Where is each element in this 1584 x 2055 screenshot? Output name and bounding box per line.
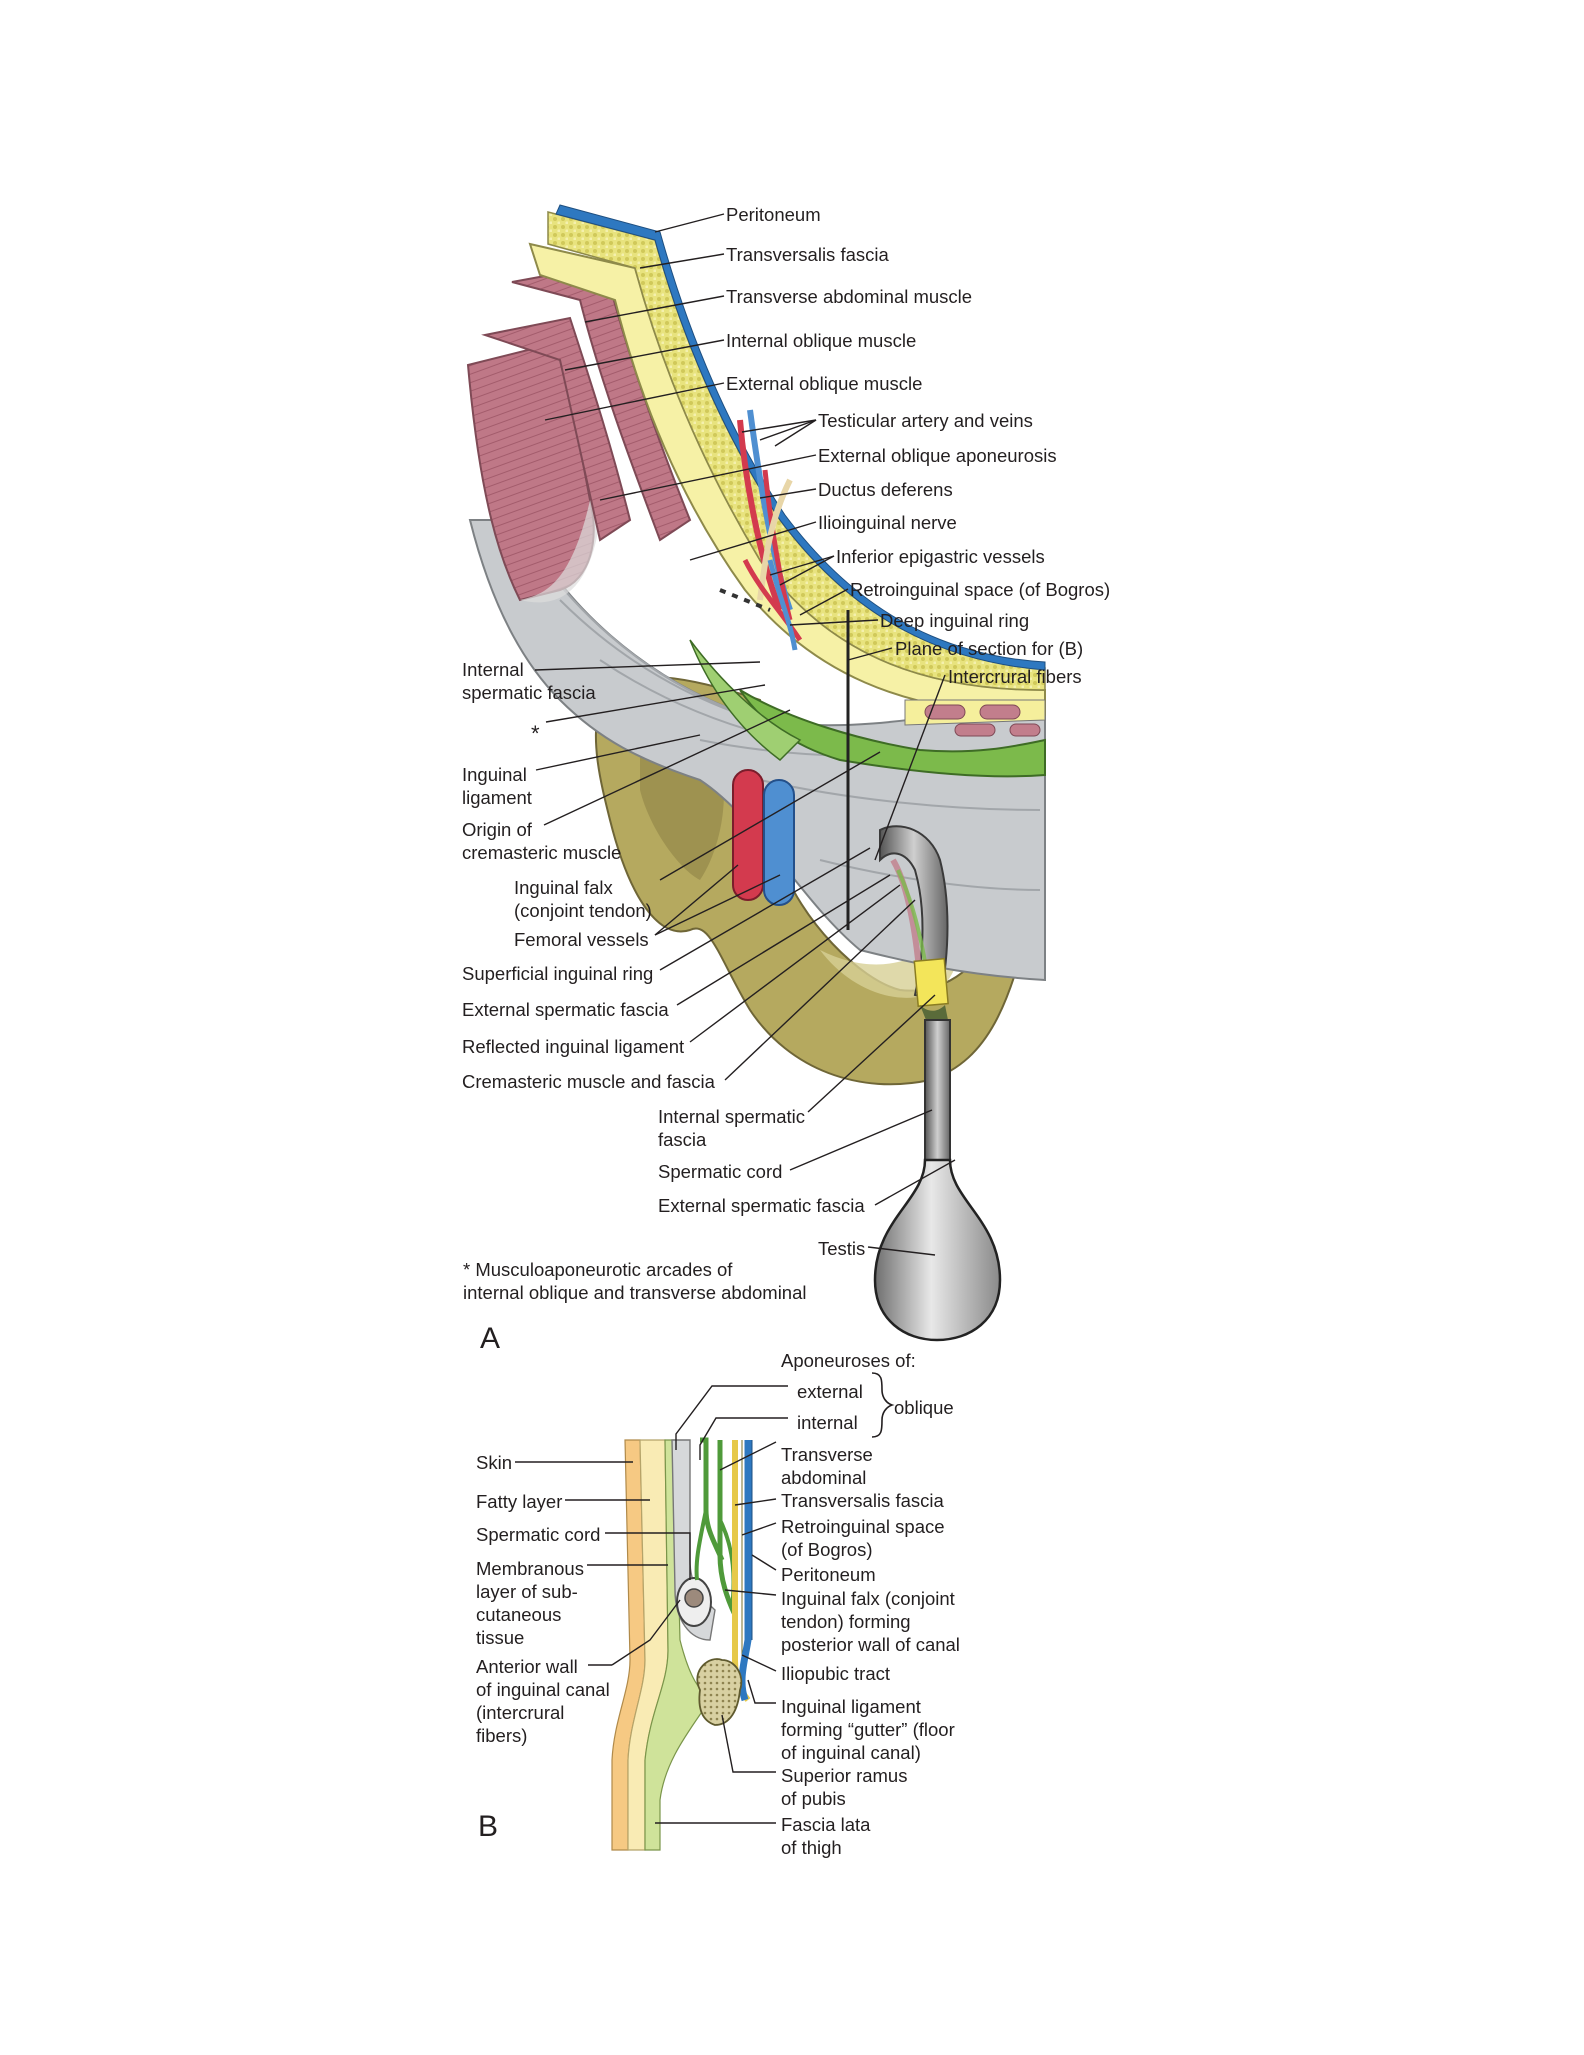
label-oblique: oblique xyxy=(894,1397,954,1418)
label-testis: Testis xyxy=(818,1238,866,1259)
label-spermatic-cord: Spermatic cord xyxy=(658,1161,783,1182)
label-iliopubic-tract: Iliopubic tract xyxy=(781,1663,890,1684)
panel-letter-a: A xyxy=(480,1322,501,1355)
label-external-spermatic-fascia-left: External spermatic fascia xyxy=(462,999,669,1020)
peritoneum-b xyxy=(738,1440,752,1702)
label-membranous-layer: Membranous layer of sub- cutaneous tissu… xyxy=(476,1558,584,1648)
label-transversalis-fascia-b: Transversalis fascia xyxy=(781,1490,944,1511)
label-internal-spermatic-fascia-lower: Internal spermatic fascia xyxy=(658,1106,806,1150)
label-cremasteric-muscle-fascia: Cremasteric muscle and fascia xyxy=(462,1071,715,1092)
label-aponeuroses-of: Aponeuroses of: xyxy=(781,1350,916,1371)
internal-spermatic-fascia-band xyxy=(913,957,949,1007)
label-ductus-deferens: Ductus deferens xyxy=(818,479,953,500)
label-superficial-inguinal-ring: Superficial inguinal ring xyxy=(462,963,654,984)
label-plane-of-section: Plane of section for (B) xyxy=(895,638,1084,659)
label-external-spermatic-fascia-lower: External spermatic fascia xyxy=(658,1195,865,1216)
label-inguinal-ligament-b: Inguinal ligament forming “gutter” (floo… xyxy=(781,1696,955,1763)
label-inguinal-ligament: Inguinal ligament xyxy=(462,764,532,808)
label-transversalis-fascia: Transversalis fascia xyxy=(726,244,889,265)
label-transverse-abdominal-b: Transverse abdominal xyxy=(781,1444,873,1488)
label-external-aponeurosis: external xyxy=(797,1381,863,1402)
spermatic-cord-lower xyxy=(924,1019,951,1171)
green-arcade xyxy=(739,689,1046,778)
label-ilioinguinal-nerve: Ilioinguinal nerve xyxy=(818,512,957,533)
label-intercrural-fibers: Intercrural fibers xyxy=(948,666,1082,687)
label-superior-ramus: Superior ramus of pubis xyxy=(781,1765,908,1809)
testicular-vessels xyxy=(737,419,783,612)
label-deep-inguinal-ring: Deep inguinal ring xyxy=(880,610,1030,631)
label-testicular-artery-veins: Testicular artery and veins xyxy=(818,410,1033,431)
label-external-oblique-aponeurosis: External oblique aponeurosis xyxy=(818,445,1057,466)
label-peritoneum: Peritoneum xyxy=(726,204,821,225)
label-skin: Skin xyxy=(476,1452,512,1473)
peritoneum-layer xyxy=(555,204,1046,671)
panel-b-illustration xyxy=(611,1437,753,1851)
label-fascia-lata: Fascia lata of thigh xyxy=(781,1814,871,1858)
label-spermatic-cord-b: Spermatic cord xyxy=(476,1524,601,1545)
label-inguinal-falx: Inguinal falx (conjoint tendon) xyxy=(514,877,652,921)
footnote: * Musculoaponeurotic arcades of internal… xyxy=(463,1259,807,1303)
label-anterior-wall: Anterior wall of inguinal canal (intercr… xyxy=(476,1656,610,1746)
oblique-brace xyxy=(871,1372,895,1438)
internal-oblique-muscle xyxy=(481,316,632,542)
panel-letter-b: B xyxy=(478,1810,499,1843)
membranous-layer xyxy=(644,1439,711,1851)
testis-shape xyxy=(873,1158,1002,1342)
panel-a-illustration xyxy=(466,204,1046,1342)
label-fatty-layer: Fatty layer xyxy=(476,1491,563,1512)
label-external-oblique-muscle: External oblique muscle xyxy=(726,373,923,394)
label-transverse-abdominal-muscle: Transverse abdominal muscle xyxy=(726,286,973,307)
panel-b-leader-lines xyxy=(515,1385,788,1824)
label-retroinguinal-space: Retroinguinal space (of Bogros) xyxy=(850,579,1111,600)
label-reflected-inguinal-ligament: Reflected inguinal ligament xyxy=(462,1036,685,1057)
label-asterisk: * xyxy=(531,721,540,746)
femoral-vein xyxy=(763,779,795,906)
label-internal-aponeurosis: internal xyxy=(797,1412,858,1433)
label-retroinguinal-space-b: Retroinguinal space (of Bogros) xyxy=(781,1516,945,1560)
label-origin-cremasteric: Origin of cremasteric muscle xyxy=(462,819,622,863)
label-inferior-epigastric-vessels: Inferior epigastric vessels xyxy=(836,546,1045,567)
superior-ramus-pubis xyxy=(696,1658,743,1726)
inferior-epigastric-vessels xyxy=(742,558,803,642)
label-internal-oblique-muscle: Internal oblique muscle xyxy=(726,330,917,351)
label-peritoneum-b: Peritoneum xyxy=(781,1564,876,1585)
label-femoral-vessels: Femoral vessels xyxy=(514,929,649,950)
panel-a-leader-lines xyxy=(534,213,956,1256)
label-internal-spermatic-fascia-upper: Internal spermatic fascia xyxy=(462,659,596,703)
label-inguinal-falx-b: Inguinal falx (conjoint tendon) forming … xyxy=(781,1588,960,1655)
